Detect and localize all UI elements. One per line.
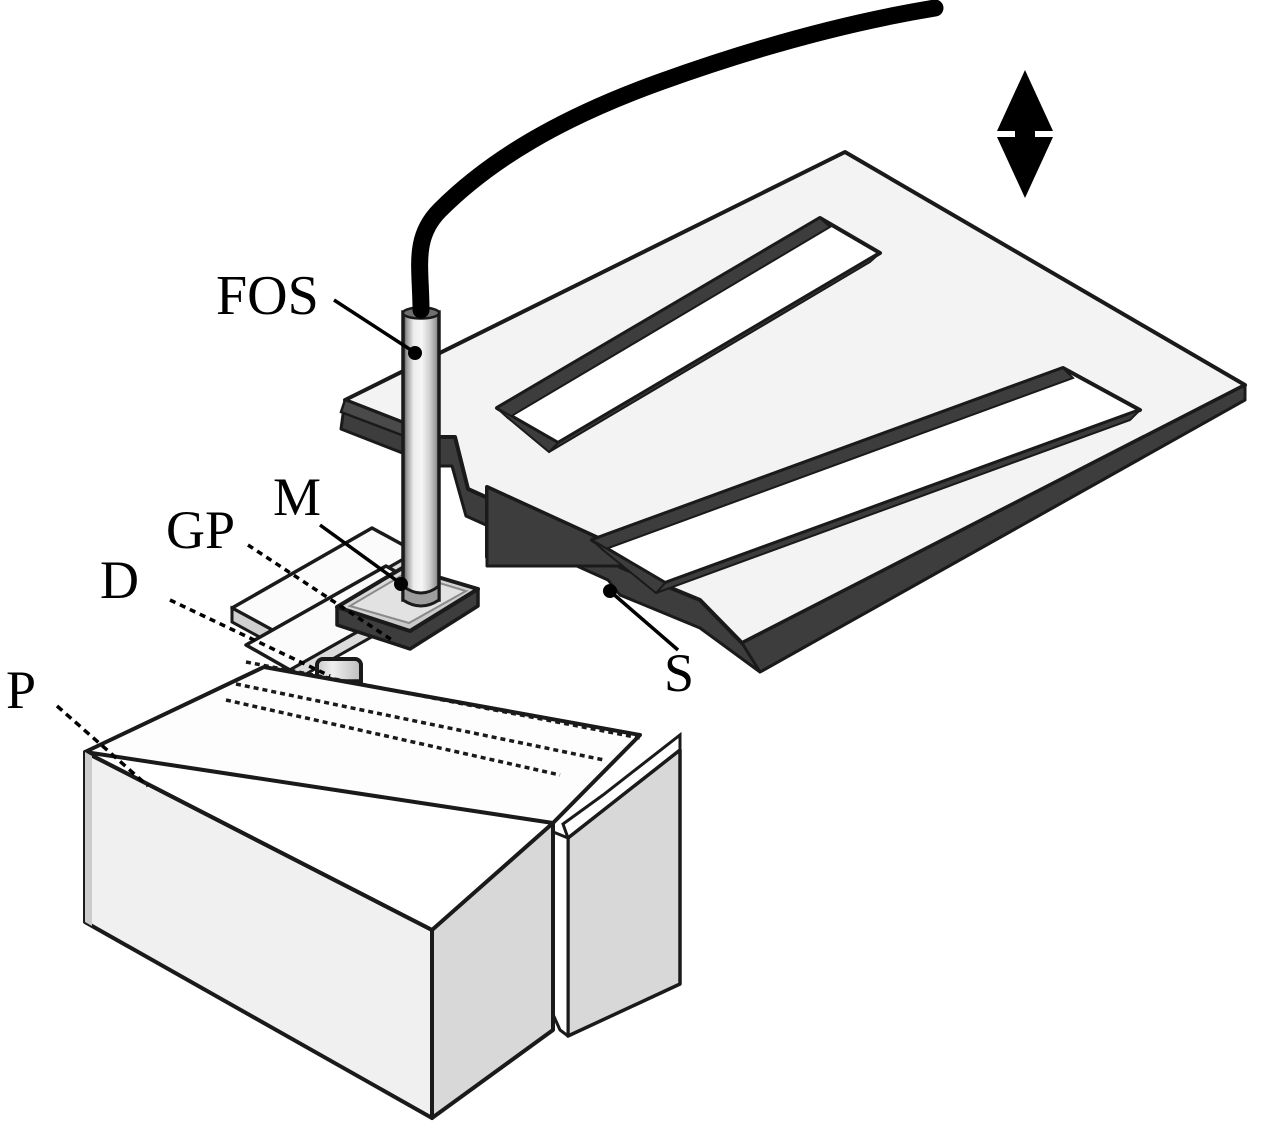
leader-lines <box>55 298 680 788</box>
label-s: S <box>664 643 695 703</box>
leader-line-fos <box>333 298 415 354</box>
label-d: D <box>100 550 139 610</box>
leader-line-s <box>609 590 680 652</box>
fos-probe-assembly <box>401 0 944 608</box>
plate-flexure-arm <box>740 383 1247 674</box>
fiber-optic-cable <box>411 0 944 319</box>
fos-probe-foot <box>401 582 441 608</box>
arrow-head-down-icon <box>997 137 1053 198</box>
leader-dot-s <box>603 584 617 598</box>
prism-block-front-face <box>430 821 555 1120</box>
vertical-double-arrow <box>997 70 1053 198</box>
label-p: P <box>6 660 37 720</box>
leader-dot-m <box>394 577 408 591</box>
prism-block-assembly <box>83 660 682 1120</box>
leader-dot-fos <box>408 346 422 360</box>
plate-slot-lower <box>590 366 1142 595</box>
plate-slot-upper <box>495 216 882 454</box>
prism-groove-line-1 <box>245 660 641 740</box>
label-gp: GP <box>166 500 236 560</box>
slotted-plate-assembly <box>339 150 1247 674</box>
leader-line-d <box>169 598 331 678</box>
leader-line-m <box>318 523 402 585</box>
fos-probe-body <box>401 310 441 602</box>
prism-block-corner-highlight <box>85 752 92 926</box>
prism-block-right-top <box>561 731 682 841</box>
prism-block-top-face <box>83 665 642 825</box>
prism-block-left-face <box>83 750 434 1120</box>
leader-line-p <box>55 704 150 788</box>
label-fos: FOS <box>216 265 319 327</box>
leader-line-gp <box>247 543 393 642</box>
prism-groove-line-3 <box>225 698 561 777</box>
arrow-head-up-icon <box>997 70 1053 131</box>
label-m: M <box>273 467 322 527</box>
